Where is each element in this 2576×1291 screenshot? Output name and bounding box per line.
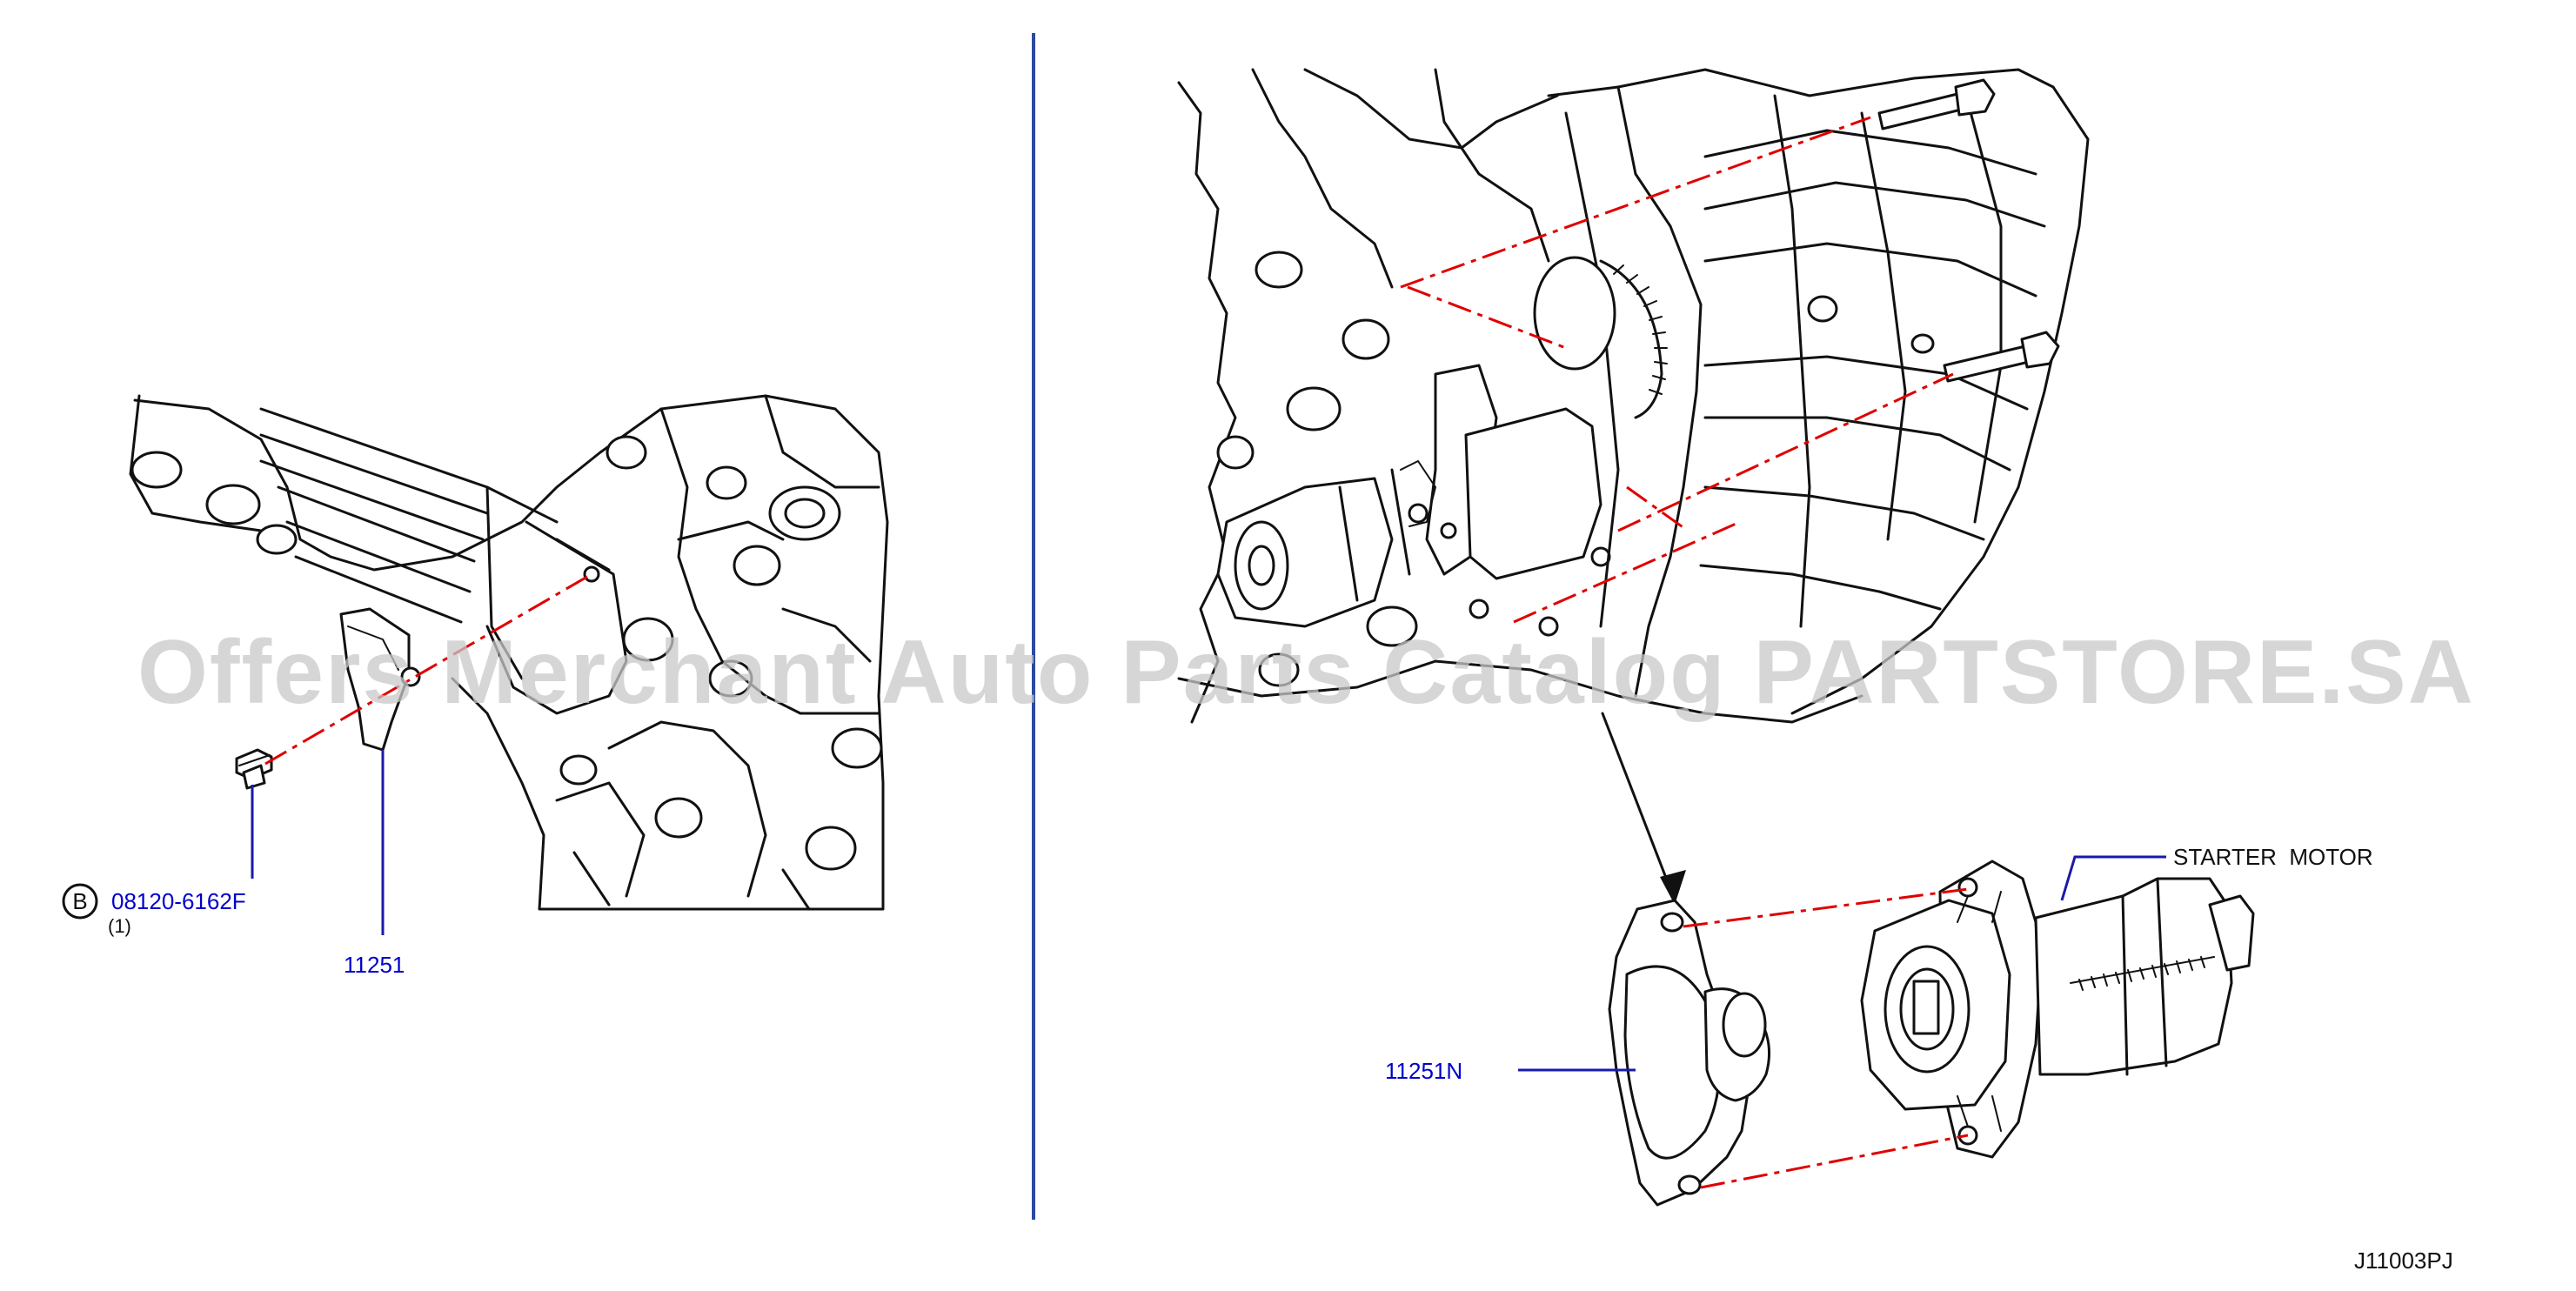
bolt-quantity: (1) [108, 915, 131, 937]
transmission-illustration [1177, 68, 2090, 724]
watermark-text: Offers Merchant Auto Parts Catalog PARTS… [137, 622, 2475, 723]
assembly-line-bolt-to-block [264, 572, 592, 766]
diagram-id: J11003PJ [2354, 1248, 2453, 1274]
starter-motor-exploded [1683, 860, 2255, 1189]
bolt-part-number[interactable]: 08120-6162F [111, 888, 246, 914]
callout-circle-b [62, 883, 98, 920]
leader-line-starter-motor [2060, 855, 2166, 901]
starter-motor-label: STARTER MOTOR [2173, 844, 2373, 870]
bolt-callout: B 08120-6162F (1) [62, 883, 246, 937]
cover-plate-11251n [1608, 899, 1771, 1207]
part-number-11251[interactable]: 11251 [344, 952, 405, 978]
left-engine-illustration [129, 394, 889, 911]
part-number-11251n[interactable]: 11251N [1385, 1058, 1462, 1084]
dust-cover-11251 [339, 607, 421, 752]
explode-arrow [1601, 712, 1686, 905]
callout-letter: B [72, 888, 87, 914]
bolt-08120-6162f [235, 748, 273, 790]
